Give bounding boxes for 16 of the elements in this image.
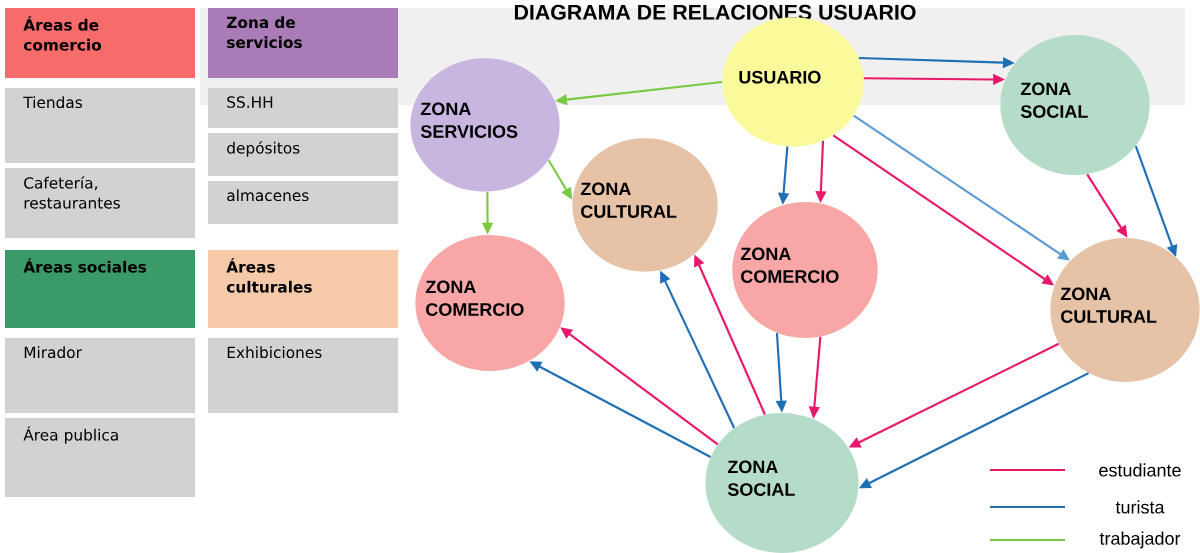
header-cell: Áreas culturales <box>208 250 398 328</box>
table-cell: Área publica <box>5 418 195 497</box>
table-cell: Tiendas <box>5 88 195 163</box>
table-cell: Exhibiciones <box>208 338 398 413</box>
table-cell: depósitos <box>208 133 398 176</box>
header-cell: Zona de servicios <box>208 8 398 78</box>
legend-label: turista <box>1115 500 1165 514</box>
table-cell: Mirador <box>5 338 195 413</box>
table-cell: Cafetería, restaurantes <box>5 168 195 238</box>
legend-label: estudiante <box>1099 463 1181 477</box>
table-cell: SS.HH <box>208 88 398 128</box>
header-cell: Áreas de comercio <box>5 8 195 78</box>
legend-label: trabajador <box>1099 531 1181 549</box>
header-cell: Áreas sociales <box>5 250 195 328</box>
table-cell: almacenes <box>208 181 398 224</box>
title: DIAGRAMA DE RELACIONES USUARIO <box>514 4 916 20</box>
